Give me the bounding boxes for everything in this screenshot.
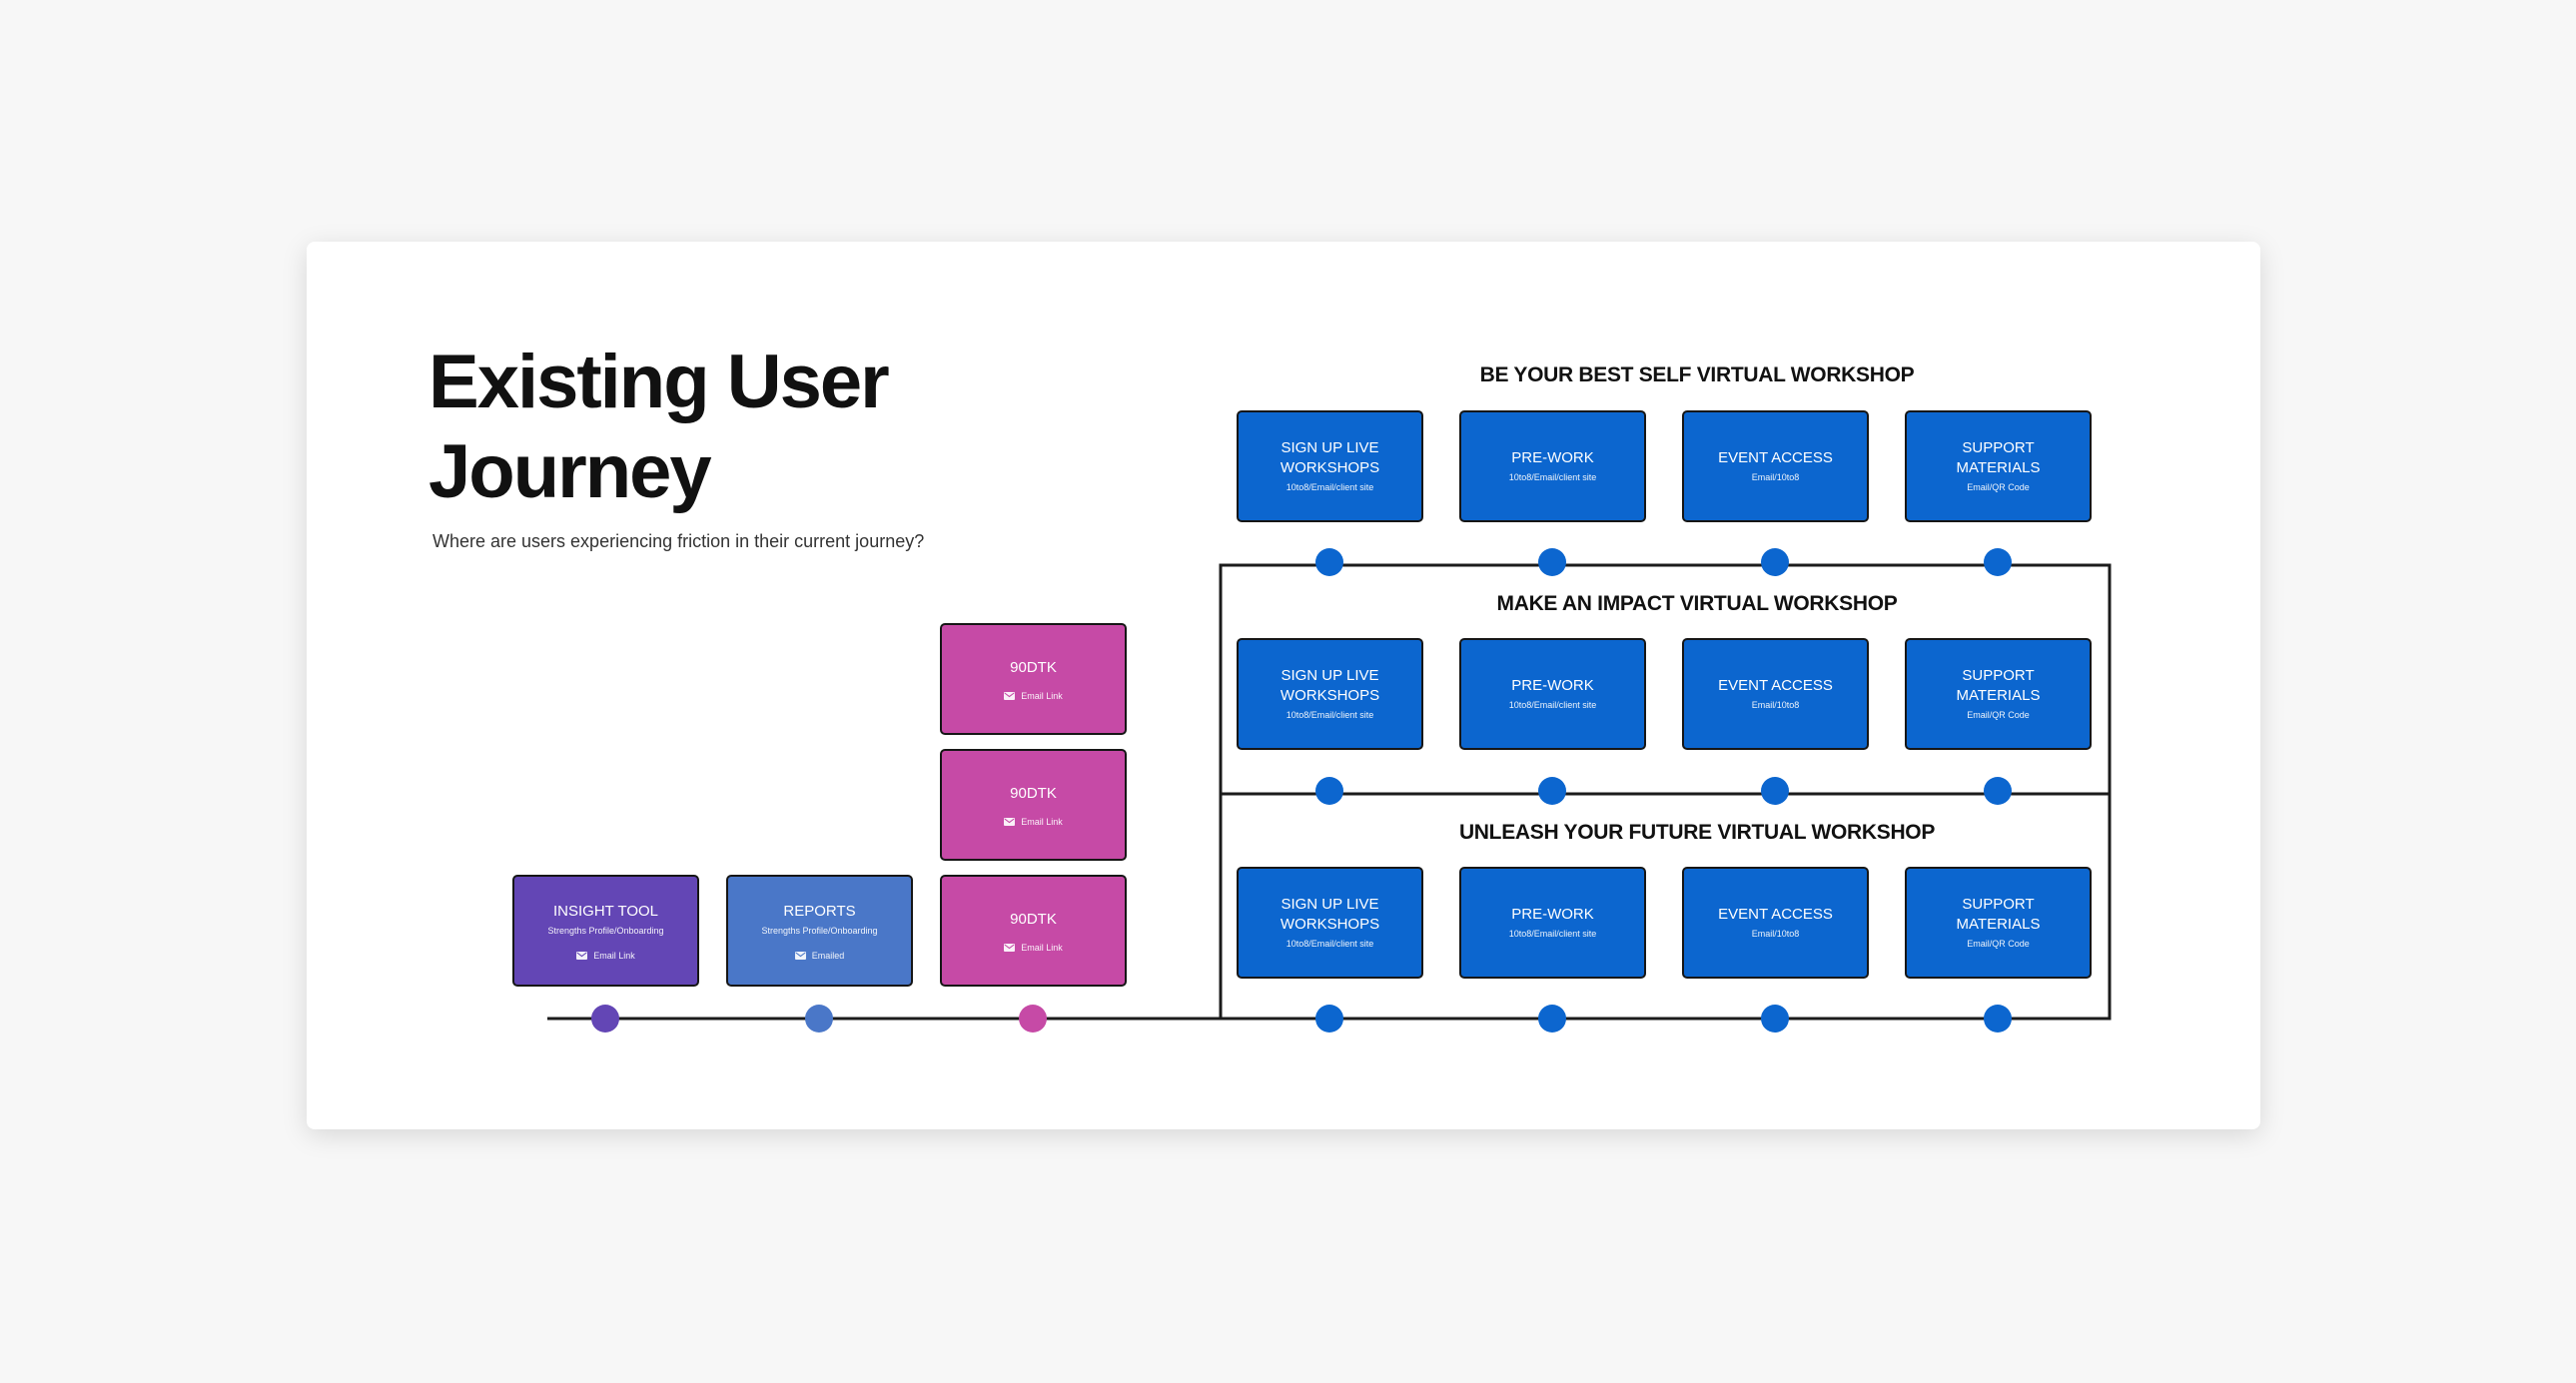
envelope-icon: [1004, 817, 1016, 826]
workshop-title-make-an-impact: MAKE AN IMPACT VIRTUAL WORKSHOP: [1496, 592, 1898, 615]
step-title: SIGN UP LIVE WORKSHOPS: [1280, 896, 1380, 933]
workshop-3-step-pre-work: PRE-WORK 10to8/Email/client site: [1459, 867, 1646, 979]
step-title: 90DTK: [1010, 658, 1057, 676]
workshop-2-step-event-access: EVENT ACCESS Email/10to8: [1682, 638, 1869, 750]
step-subtitle: 10to8/Email/client site: [1508, 700, 1597, 710]
envelope-icon: [794, 951, 806, 960]
timeline-dot-workshop-3-step-1: [1315, 1005, 1343, 1033]
step-90dtk-1: 90DTK Email Link: [940, 623, 1127, 735]
step-channel-label: Email Link: [1021, 690, 1063, 701]
step-title: REPORTS: [783, 902, 856, 920]
step-title: SUPPORT MATERIALS: [1956, 896, 2041, 933]
timeline-dot-workshop-2-step-2: [1538, 777, 1566, 805]
timeline-dot-workshop-1-step-2: [1538, 548, 1566, 576]
page-title: Existing User Journey: [429, 338, 890, 517]
step-channel-label: Email Link: [1021, 816, 1063, 827]
step-subtitle: Strengths Profile/Onboarding: [547, 925, 664, 936]
step-subtitle: 10to8/Email/client site: [1286, 482, 1374, 492]
workshop-1-step-sign-up: SIGN UP LIVE WORKSHOPS 10to8/Email/clien…: [1237, 410, 1423, 522]
step-channel-label: Email Link: [1021, 942, 1063, 953]
step-title: PRE-WORK: [1511, 449, 1594, 466]
step-subtitle: 10to8/Email/client site: [1508, 472, 1597, 482]
step-title: EVENT ACCESS: [1718, 449, 1833, 466]
page-title-line-1: Existing User: [429, 340, 890, 424]
step-title: SUPPORT MATERIALS: [1956, 667, 2041, 704]
step-channel-label: Email Link: [593, 950, 635, 961]
envelope-icon: [1004, 943, 1016, 952]
step-channel: Email Link: [1004, 691, 1063, 701]
step-subtitle: 10to8/Email/client site: [1286, 939, 1374, 949]
step-title: SIGN UP LIVE WORKSHOPS: [1280, 439, 1380, 476]
step-title: PRE-WORK: [1511, 677, 1594, 694]
workshop-1-step-pre-work: PRE-WORK 10to8/Email/client site: [1459, 410, 1646, 522]
step-title: EVENT ACCESS: [1718, 906, 1833, 923]
page-title-line-2: Journey: [429, 429, 712, 514]
step-subtitle: Email/10to8: [1751, 929, 1800, 939]
step-channel: Email Link: [576, 951, 635, 961]
step-channel: Email Link: [1004, 943, 1063, 953]
workshop-2-step-pre-work: PRE-WORK 10to8/Email/client site: [1459, 638, 1646, 750]
timeline-dot-workshop-1-step-1: [1315, 548, 1343, 576]
step-title: 90DTK: [1010, 910, 1057, 928]
step-subtitle: Email/10to8: [1751, 472, 1800, 482]
workshop-1-step-event-access: EVENT ACCESS Email/10to8: [1682, 410, 1869, 522]
workshop-3-step-event-access: EVENT ACCESS Email/10to8: [1682, 867, 1869, 979]
workshop-2-step-support-materials: SUPPORT MATERIALS Email/QR Code: [1905, 638, 2092, 750]
step-title: PRE-WORK: [1511, 906, 1594, 923]
step-title: SIGN UP LIVE WORKSHOPS: [1280, 667, 1380, 704]
step-insight-tool: INSIGHT TOOL Strengths Profile/Onboardin…: [512, 875, 699, 987]
step-subtitle: 10to8/Email/client site: [1508, 929, 1597, 939]
timeline-dot-90dtk: [1019, 1005, 1047, 1033]
timeline-dot-workshop-3-step-3: [1761, 1005, 1789, 1033]
envelope-icon: [1004, 691, 1016, 700]
step-title: INSIGHT TOOL: [552, 902, 659, 920]
step-subtitle: Email/QR Code: [1967, 939, 2030, 949]
timeline-dot-workshop-1-step-3: [1761, 548, 1789, 576]
workshop-3-step-sign-up: SIGN UP LIVE WORKSHOPS 10to8/Email/clien…: [1237, 867, 1423, 979]
step-subtitle: Email/QR Code: [1967, 710, 2030, 720]
workshop-title-unleash-your-future: UNLEASH YOUR FUTURE VIRTUAL WORKSHOP: [1458, 821, 1936, 844]
workshop-frame: [1219, 563, 2112, 1021]
timeline-dot-workshop-2-step-3: [1761, 777, 1789, 805]
step-90dtk-3: 90DTK Email Link: [940, 875, 1127, 987]
step-reports: REPORTS Strengths Profile/Onboarding Ema…: [726, 875, 913, 987]
workshop-title-best-self: BE YOUR BEST SELF VIRTUAL WORKSHOP: [1479, 363, 1915, 386]
timeline-dot-workshop-2-step-4: [1984, 777, 2012, 805]
workshop-2-step-sign-up: SIGN UP LIVE WORKSHOPS 10to8/Email/clien…: [1237, 638, 1423, 750]
timeline-dot-insight-tool: [591, 1005, 619, 1033]
step-channel: Emailed: [794, 950, 845, 961]
timeline-dot-workshop-2-step-1: [1315, 777, 1343, 805]
step-90dtk-2: 90DTK Email Link: [940, 749, 1127, 861]
step-channel: Email Link: [1004, 817, 1063, 827]
workshop-1-step-support-materials: SUPPORT MATERIALS Email/QR Code: [1905, 410, 2092, 522]
step-channel-label: Emailed: [811, 950, 845, 961]
page-subtitle: Where are users experiencing friction in…: [432, 531, 925, 551]
step-subtitle: Strengths Profile/Onboarding: [761, 925, 878, 936]
envelope-icon: [576, 951, 588, 960]
timeline-dot-reports: [805, 1005, 833, 1033]
workshop-3-step-support-materials: SUPPORT MATERIALS Email/QR Code: [1905, 867, 2092, 979]
step-title: EVENT ACCESS: [1718, 677, 1833, 694]
step-title: SUPPORT MATERIALS: [1956, 439, 2041, 476]
timeline-dot-workshop-3-step-2: [1538, 1005, 1566, 1033]
timeline-dot-workshop-1-step-4: [1984, 548, 2012, 576]
timeline-dot-workshop-3-step-4: [1984, 1005, 2012, 1033]
step-subtitle: 10to8/Email/client site: [1286, 710, 1374, 720]
step-subtitle: Email/10to8: [1751, 700, 1800, 710]
step-title: 90DTK: [1010, 784, 1057, 802]
step-subtitle: Email/QR Code: [1967, 482, 2030, 492]
